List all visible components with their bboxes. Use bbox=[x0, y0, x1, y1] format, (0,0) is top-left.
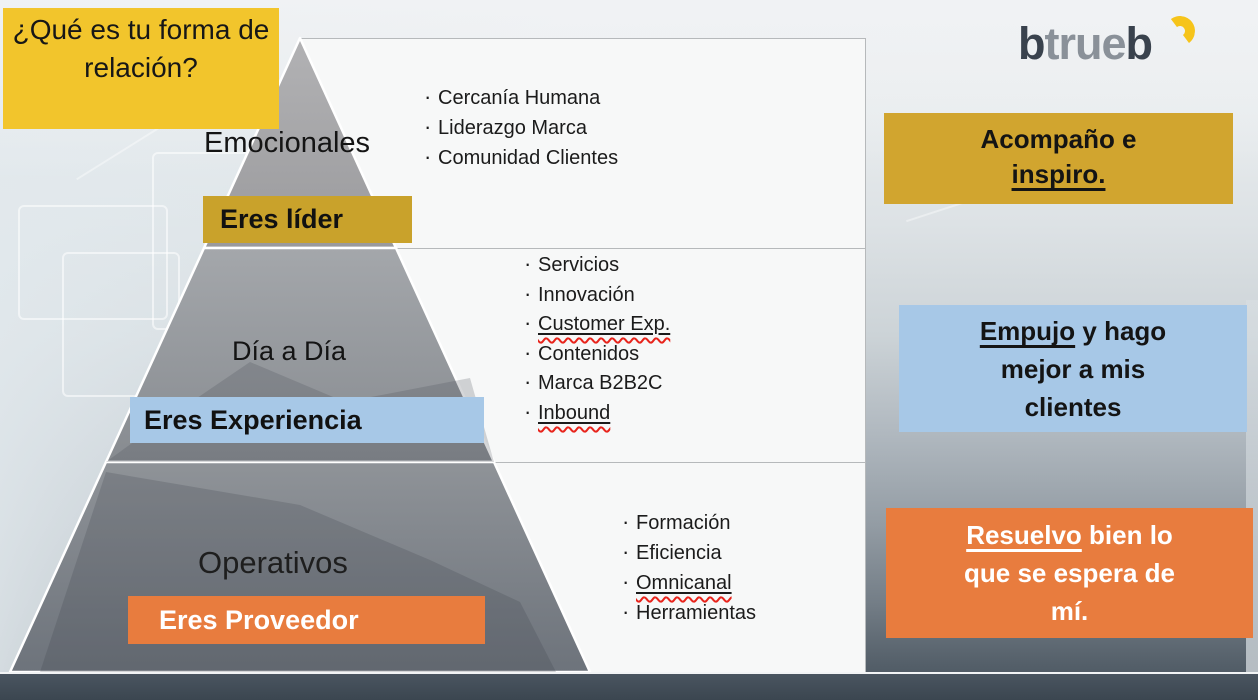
callout-line: mí. bbox=[1050, 596, 1089, 626]
bullet-dot: · bbox=[424, 84, 432, 109]
callout-line: Resuelvo bien lo bbox=[966, 520, 1173, 550]
bullet-item: ·Herramientas bbox=[622, 599, 757, 624]
bullet-dot: · bbox=[622, 509, 630, 534]
callout-line: inspiro. bbox=[1011, 159, 1106, 189]
bullet-dot: · bbox=[622, 569, 630, 594]
btrueb-logo: btrueb bbox=[1018, 18, 1153, 69]
tier-label-dia-a-dia: Día a Día bbox=[232, 336, 347, 366]
bullet-item: ·Marca B2B2C bbox=[524, 369, 663, 395]
bullet-item: ·Innovación bbox=[524, 280, 635, 306]
bullet-dot: · bbox=[424, 144, 432, 169]
bullet-item: ·Formación bbox=[622, 509, 731, 534]
bullet-item: ·Omnicanal bbox=[622, 569, 732, 594]
role-box-eres-experiencia: Eres Experiencia bbox=[130, 397, 484, 443]
bullet-item: ·Liderazgo Marca bbox=[424, 114, 587, 139]
bullet-list-operativos: ·Formación ·Eficiencia ·Omnicanal ·Herra… bbox=[622, 509, 756, 629]
role-box-eres-proveedor: Eres Proveedor bbox=[128, 596, 485, 644]
bullet-item: ·Contenidos bbox=[524, 339, 640, 365]
callout-acompano: Acompaño e inspiro. bbox=[884, 113, 1233, 204]
bullet-dot: · bbox=[524, 310, 532, 336]
bullet-list-dia-a-dia: ·Servicios ·Innovación ·Customer Exp. ·C… bbox=[524, 251, 670, 429]
bullet-dot: · bbox=[524, 398, 532, 424]
bullet-dot: · bbox=[622, 539, 630, 564]
bullet-item: ·Inbound bbox=[524, 398, 611, 424]
bullet-item: ·Eficiencia bbox=[622, 539, 722, 564]
callout-empujo: Empujo y hago mejor a mis clientes bbox=[899, 305, 1247, 432]
callout-line: que se espera de bbox=[964, 558, 1175, 588]
bullet-dot: · bbox=[622, 599, 630, 624]
bullet-dot: · bbox=[524, 369, 532, 395]
bullet-list-emocionales: ·Cercanía Humana ·Liderazgo Marca ·Comun… bbox=[424, 84, 618, 174]
callout-line: mejor a mis bbox=[1000, 354, 1146, 384]
callout-resuelvo: Resuelvo bien lo que se espera de mí. bbox=[886, 508, 1253, 638]
background-deco-rect bbox=[18, 205, 168, 320]
bullet-item: ·Servicios bbox=[524, 251, 620, 276]
bullet-dot: · bbox=[424, 114, 432, 139]
question-box: ¿Qué es tu forma de relación? bbox=[3, 8, 279, 129]
bullet-dot: · bbox=[524, 280, 532, 306]
callout-line: Acompaño e bbox=[980, 124, 1137, 154]
role-box-eres-lider: Eres líder bbox=[203, 196, 412, 243]
callout-line: Empujo y hago bbox=[979, 316, 1167, 346]
bullet-dot: · bbox=[524, 251, 532, 276]
tier-label-emocionales: Emocionales bbox=[204, 127, 371, 159]
bullet-item: ·Comunidad Clientes bbox=[424, 144, 619, 169]
bullet-item: ·Cercanía Humana bbox=[424, 84, 601, 109]
bottom-bar bbox=[0, 672, 1258, 700]
bullet-item: ·Customer Exp. bbox=[524, 310, 671, 336]
tier-label-operativos: Operativos bbox=[198, 545, 348, 580]
bullet-dot: · bbox=[524, 339, 532, 365]
callout-line: clientes bbox=[1024, 392, 1122, 422]
